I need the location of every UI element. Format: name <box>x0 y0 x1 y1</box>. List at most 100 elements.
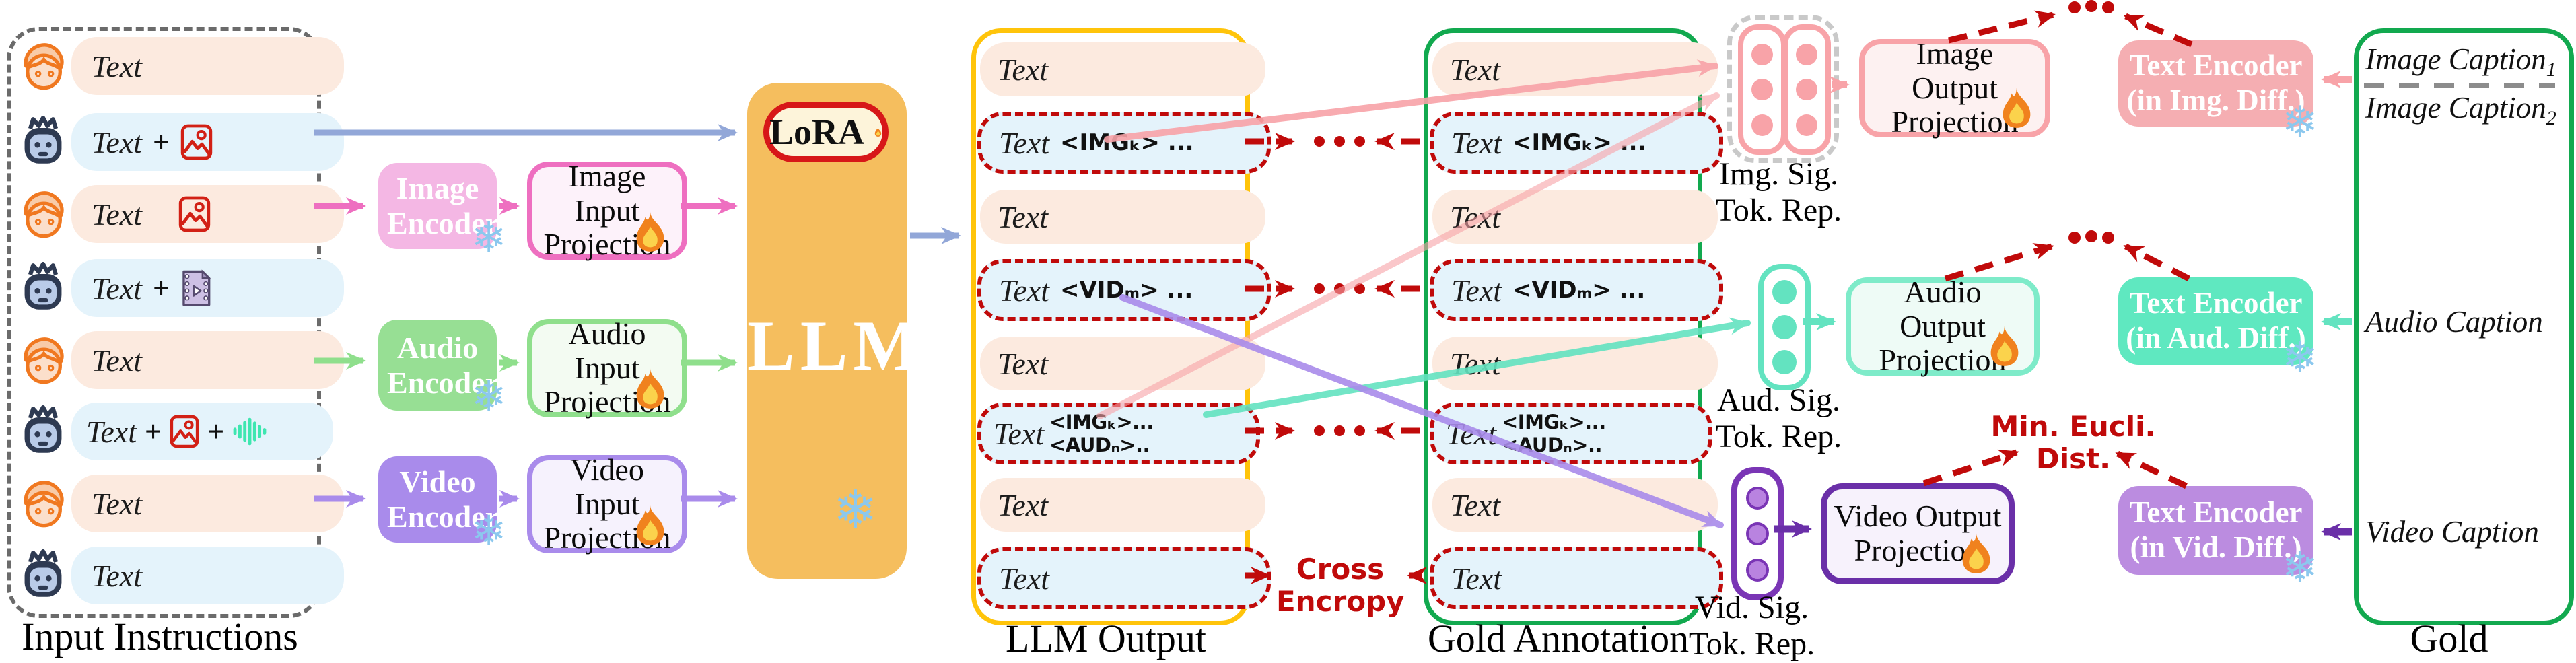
gold-row-1: Text <box>1432 42 1718 96</box>
llm-output-row-2: Text<IMGₖ> ... <box>977 112 1271 174</box>
bubble-text: Text <box>999 561 1049 596</box>
ellipsis-dots <box>1314 136 1365 436</box>
bubble-text: Text <box>92 125 142 160</box>
img-sig-tok-rep-label: Img. Sig. Tok. Rep. <box>1715 156 1842 228</box>
bubble-text: Text <box>998 487 1048 522</box>
gold-row-3: Text <box>1432 190 1718 244</box>
bubble-text: Text <box>92 558 142 593</box>
audio-output-projection-box: Audio Output Projection <box>1846 275 2040 377</box>
bubble-text: Text <box>994 416 1044 451</box>
aud-sig-tok-rep-label: Aud. Sig. Tok. Rep. <box>1715 382 1842 454</box>
bubble-text: Text <box>92 197 142 232</box>
image-caption-1: Image Caption1 <box>2365 42 2556 81</box>
text-encoder-sublabel: (in Vid. Diff.) <box>2130 530 2302 564</box>
fire-trainable-icon <box>636 368 664 409</box>
bubble-text: Text <box>998 199 1048 234</box>
user-avatar-icon <box>24 191 64 238</box>
lora-label: LoRA <box>769 112 865 152</box>
audio-encoder-box: Audio Encoder <box>378 320 499 411</box>
text-encoder-label: Text Encoder <box>2129 48 2303 83</box>
bubble-text: Text <box>998 52 1048 87</box>
audio-caption: Audio Caption <box>2365 305 2543 339</box>
user-avatar-icon <box>24 337 64 384</box>
llm-output-row-8: Text <box>977 547 1271 609</box>
gold-row-4: Text <VIDₘ> ... <box>1430 259 1723 321</box>
signal-token-text: <VIDₘ> ... <box>1059 277 1193 304</box>
fire-trainable-icon <box>636 211 664 252</box>
llm-output-row-6: Text<IMGₖ>...<AUDₙ>.. <box>977 403 1260 464</box>
min-euclidean-distance-label: Min. Eucli. Dist. <box>1990 410 2156 476</box>
audio-waveform-icon <box>233 417 267 446</box>
gold-annotation-right-label: Gold Annotation <box>2361 617 2537 663</box>
robot-avatar-icon <box>24 262 62 310</box>
input-row-8-bubble: Text <box>71 547 344 604</box>
signal-token-text: <IMGₖ>...<AUDₙ>.. <box>1049 411 1154 456</box>
snowflake-frozen-icon: ❄ <box>471 213 506 262</box>
bubble-text: Text <box>1450 52 1500 87</box>
signal-token-text: <IMGₖ> ... <box>1059 129 1194 156</box>
robot-avatar-icon <box>24 405 62 453</box>
image-encoder-box: Image Encoder <box>378 163 499 249</box>
snowflake-frozen-icon: ❄ <box>471 372 506 421</box>
bubble-text: Text <box>1451 273 1502 308</box>
llm-output-row-5: Text <box>980 337 1265 390</box>
image-icon <box>170 415 199 448</box>
fire-trainable-icon <box>874 127 882 137</box>
llm-output-row-4: Text<VIDₘ> ... <box>977 259 1271 321</box>
snowflake-frozen-icon: ❄ <box>2282 333 2318 383</box>
bubble-text: Text <box>1446 416 1496 451</box>
bubble-text: Text <box>1451 125 1502 160</box>
gold-row-8: Text <box>1430 547 1723 609</box>
gold-row-7: Text <box>1432 478 1718 532</box>
img-token-pill <box>1738 24 1786 155</box>
input-row-4-bubble: Text + <box>71 259 344 317</box>
video-output-projection-label: Video Output Projection <box>1834 499 2002 567</box>
bubble-text: Text <box>92 343 142 378</box>
cross-entropy-loss-label: Cross Encropy <box>1276 553 1405 619</box>
snowflake-frozen-icon: ❄ <box>2282 98 2318 147</box>
text-encoder-sublabel: (in Aud. Diff.) <box>2126 321 2306 355</box>
video-file-icon <box>182 269 211 306</box>
llm-box: LoRA LLM ❄ <box>747 83 920 579</box>
bubble-text: Text <box>86 414 137 449</box>
aud-sig-tok-rep <box>1758 264 1811 390</box>
image-encoder-label: Image Encoder <box>387 171 499 240</box>
gold-row-5: Text <box>1432 337 1718 390</box>
video-encoder-box: Video Encoder <box>378 456 499 543</box>
robot-avatar-icon <box>24 549 62 597</box>
fire-trainable-icon <box>1962 533 1990 573</box>
bubble-text: Text <box>1450 199 1500 234</box>
bubble-text: Text <box>1450 346 1500 381</box>
lora-badge: LoRA <box>763 102 889 162</box>
input-row-6-bubble: Text + + <box>71 403 333 460</box>
image-icon <box>180 124 213 160</box>
text-encoder-vid-diff-box: Text Encoder (in Vid. Diff.) <box>2118 486 2313 575</box>
fire-trainable-icon <box>636 505 664 545</box>
llm-output-label: LLM Output <box>1005 617 1207 660</box>
snowflake-frozen-icon: ❄ <box>471 506 506 555</box>
plus-sign: + <box>152 271 170 305</box>
image-caption-2: Image Caption2 <box>2365 91 2556 129</box>
snowflake-frozen-icon: ❄ <box>833 480 878 540</box>
text-encoder-label: Text Encoder <box>2129 286 2303 320</box>
image-input-projection-label: Image Input Projection <box>543 159 671 262</box>
bubble-text: Text <box>92 48 142 83</box>
text-encoder-img-diff-box: Text Encoder (in Img. Diff.) <box>2118 40 2313 127</box>
video-input-projection-box: Video Input Projection <box>527 452 687 555</box>
plus-sign: + <box>207 415 225 448</box>
plus-sign: + <box>144 415 162 448</box>
signal-token-text: <VIDₘ> ... <box>1512 277 1646 304</box>
user-avatar-icon <box>24 43 64 90</box>
signal-token-text: <IMGₖ>...<AUDₙ>.. <box>1501 411 1606 456</box>
vid-sig-tok-rep-label: Vid. Sig. Tok. Rep. <box>1688 590 1815 662</box>
vid-sig-tok-rep <box>1731 467 1784 600</box>
input-instructions-label: Input Instructions <box>22 615 298 658</box>
img-token-pill <box>1782 24 1831 155</box>
fire-trainable-icon <box>2003 88 2031 128</box>
input-row-7-bubble: Text <box>71 475 344 532</box>
input-row-1-bubble: Text <box>71 37 344 95</box>
audio-encoder-label: Audio Encoder <box>387 330 499 400</box>
cross-entropy-connectors <box>1245 133 1427 584</box>
bubble-text: Text <box>998 346 1048 381</box>
